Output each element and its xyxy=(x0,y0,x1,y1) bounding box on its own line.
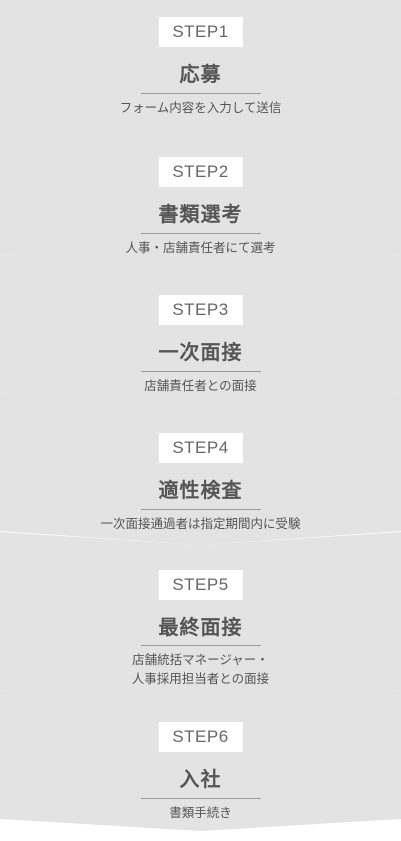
step-title: 書類選考 xyxy=(158,202,243,226)
step-3: STEP3 一次面接 店舗責任者との面接 xyxy=(0,255,401,407)
step-title: 一次面接 xyxy=(158,340,243,364)
step-description: 書類手続き xyxy=(169,805,232,820)
step-description: 一次面接通過者は指定期間内に受験 xyxy=(100,516,301,531)
step-5: STEP5 最終面接 店舗統括マネージャー・ 人事採用担当者との面接 xyxy=(0,532,401,704)
step-divider xyxy=(140,233,261,234)
step-label: STEP6 xyxy=(158,722,243,752)
step-divider xyxy=(140,371,261,372)
step-1: STEP1 応募 フォーム内容を入力して送信 xyxy=(0,0,401,131)
step-label: STEP3 xyxy=(158,295,243,325)
step-title: 適性検査 xyxy=(158,478,243,502)
step-6: STEP6 入社 書類手続き xyxy=(0,690,401,831)
step-description: フォーム内容を入力して送信 xyxy=(119,100,282,115)
step-title: 最終面接 xyxy=(158,615,243,639)
step-4: STEP4 適性検査 一次面接通過者は指定期間内に受験 xyxy=(0,393,401,545)
step-description: 人事・店舗責任者にて選考 xyxy=(125,240,276,255)
step-title: 応募 xyxy=(179,62,222,86)
step-description: 店舗責任者との面接 xyxy=(144,378,257,393)
step-divider xyxy=(140,798,261,799)
step-description: 店舗統括マネージャー・ 人事採用担当者との面接 xyxy=(131,652,270,686)
step-label: STEP2 xyxy=(158,157,243,187)
step-2: STEP2 書類選考 人事・店舗責任者にて選考 xyxy=(0,117,401,269)
step-divider xyxy=(140,645,261,646)
step-title: 入社 xyxy=(179,767,222,791)
step-label: STEP5 xyxy=(158,570,243,600)
step-divider xyxy=(140,509,261,510)
step-divider xyxy=(140,93,261,94)
step-label: STEP4 xyxy=(158,433,243,463)
step-label: STEP1 xyxy=(158,17,243,47)
